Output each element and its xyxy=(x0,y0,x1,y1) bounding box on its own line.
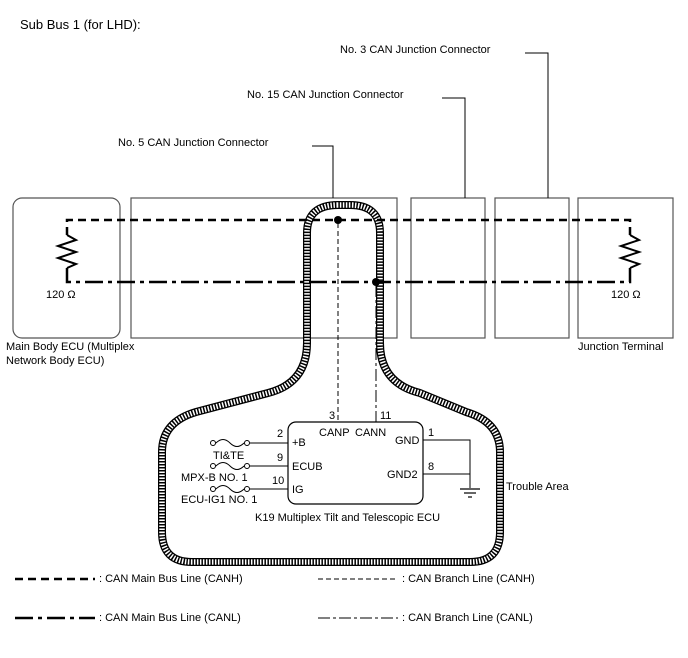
legend-main-canh-label: : CAN Main Bus Line (CANH) xyxy=(99,573,243,585)
ecub-pin-number: 9 xyxy=(277,452,283,464)
legend-branch-canh-label: : CAN Branch Line (CANH) xyxy=(402,573,535,585)
ig-pin-number: 10 xyxy=(272,475,284,487)
gnd2-pin-number: 8 xyxy=(428,461,434,473)
main-body-ecu-box xyxy=(12,197,121,339)
trouble-area-outline xyxy=(158,201,504,566)
canl-splice-dot xyxy=(372,278,380,286)
can-main-bus-canl xyxy=(65,268,632,284)
no5-leader-line xyxy=(312,145,334,198)
diagram-title: Sub Bus 1 (for LHD): xyxy=(20,17,141,32)
no3-connector-label: No. 3 CAN Junction Connector xyxy=(340,44,491,56)
fuse-tite-icon xyxy=(210,439,250,447)
no3-junction-connector-box xyxy=(494,197,570,339)
no15-connector-label: No. 15 CAN Junction Connector xyxy=(247,89,404,101)
can-main-bus-canh xyxy=(65,218,632,235)
right-resistor-icon xyxy=(617,234,643,269)
ig-pin-label: IG xyxy=(292,484,304,496)
no15-junction-connector-box xyxy=(410,197,486,339)
left-resistor-label: 120 Ω xyxy=(46,289,76,301)
canh-splice-dot xyxy=(334,216,342,224)
fuse-ecuig-icon xyxy=(210,485,250,493)
trouble-area-label: Trouble Area xyxy=(506,481,569,493)
no15-leader-line xyxy=(442,97,466,198)
ecu-name-label: K19 Multiplex Tilt and Telescopic ECU xyxy=(255,512,440,524)
ecub-pin-label: ECUB xyxy=(292,461,323,473)
k19-ecu-box xyxy=(287,421,424,505)
main-body-ecu-label-line1: Main Body ECU (Multiplex xyxy=(6,341,135,353)
b-pin-number: 2 xyxy=(277,428,283,440)
no3-leader-line xyxy=(525,52,549,198)
fuse-mpxb-label: MPX-B NO. 1 xyxy=(181,472,248,484)
no5-connector-label: No. 5 CAN Junction Connector xyxy=(118,137,269,149)
cann-pin-number: 11 xyxy=(380,410,391,422)
canp-pin-label: CANP xyxy=(319,427,350,439)
cann-pin-label: CANN xyxy=(355,427,386,439)
junction-terminal-label: Junction Terminal xyxy=(578,341,663,353)
fuse-tite-label: TI&TE xyxy=(213,450,244,462)
canp-pin-number: 3 xyxy=(329,410,335,422)
legend-branch-canl-label: : CAN Branch Line (CANL) xyxy=(402,612,533,624)
gnd-pin-label: GND xyxy=(395,435,420,447)
fuse-mpxb-icon xyxy=(210,462,250,470)
fuse-ecuig-label: ECU-IG1 NO. 1 xyxy=(181,494,257,506)
junction-terminal-box xyxy=(577,197,674,339)
left-resistor-icon xyxy=(54,234,80,269)
gnd-pin-number: 1 xyxy=(428,427,434,439)
no5-junction-connector-box xyxy=(130,197,398,339)
ground-icon xyxy=(460,488,480,498)
main-body-ecu-label-line2: Network Body ECU) xyxy=(6,355,104,367)
gnd-wire xyxy=(423,439,471,488)
legend-main-canl-label: : CAN Main Bus Line (CANL) xyxy=(99,612,241,624)
right-resistor-label: 120 Ω xyxy=(611,289,641,301)
b-pin-label: +B xyxy=(292,437,306,449)
gnd2-pin-label: GND2 xyxy=(387,469,418,481)
